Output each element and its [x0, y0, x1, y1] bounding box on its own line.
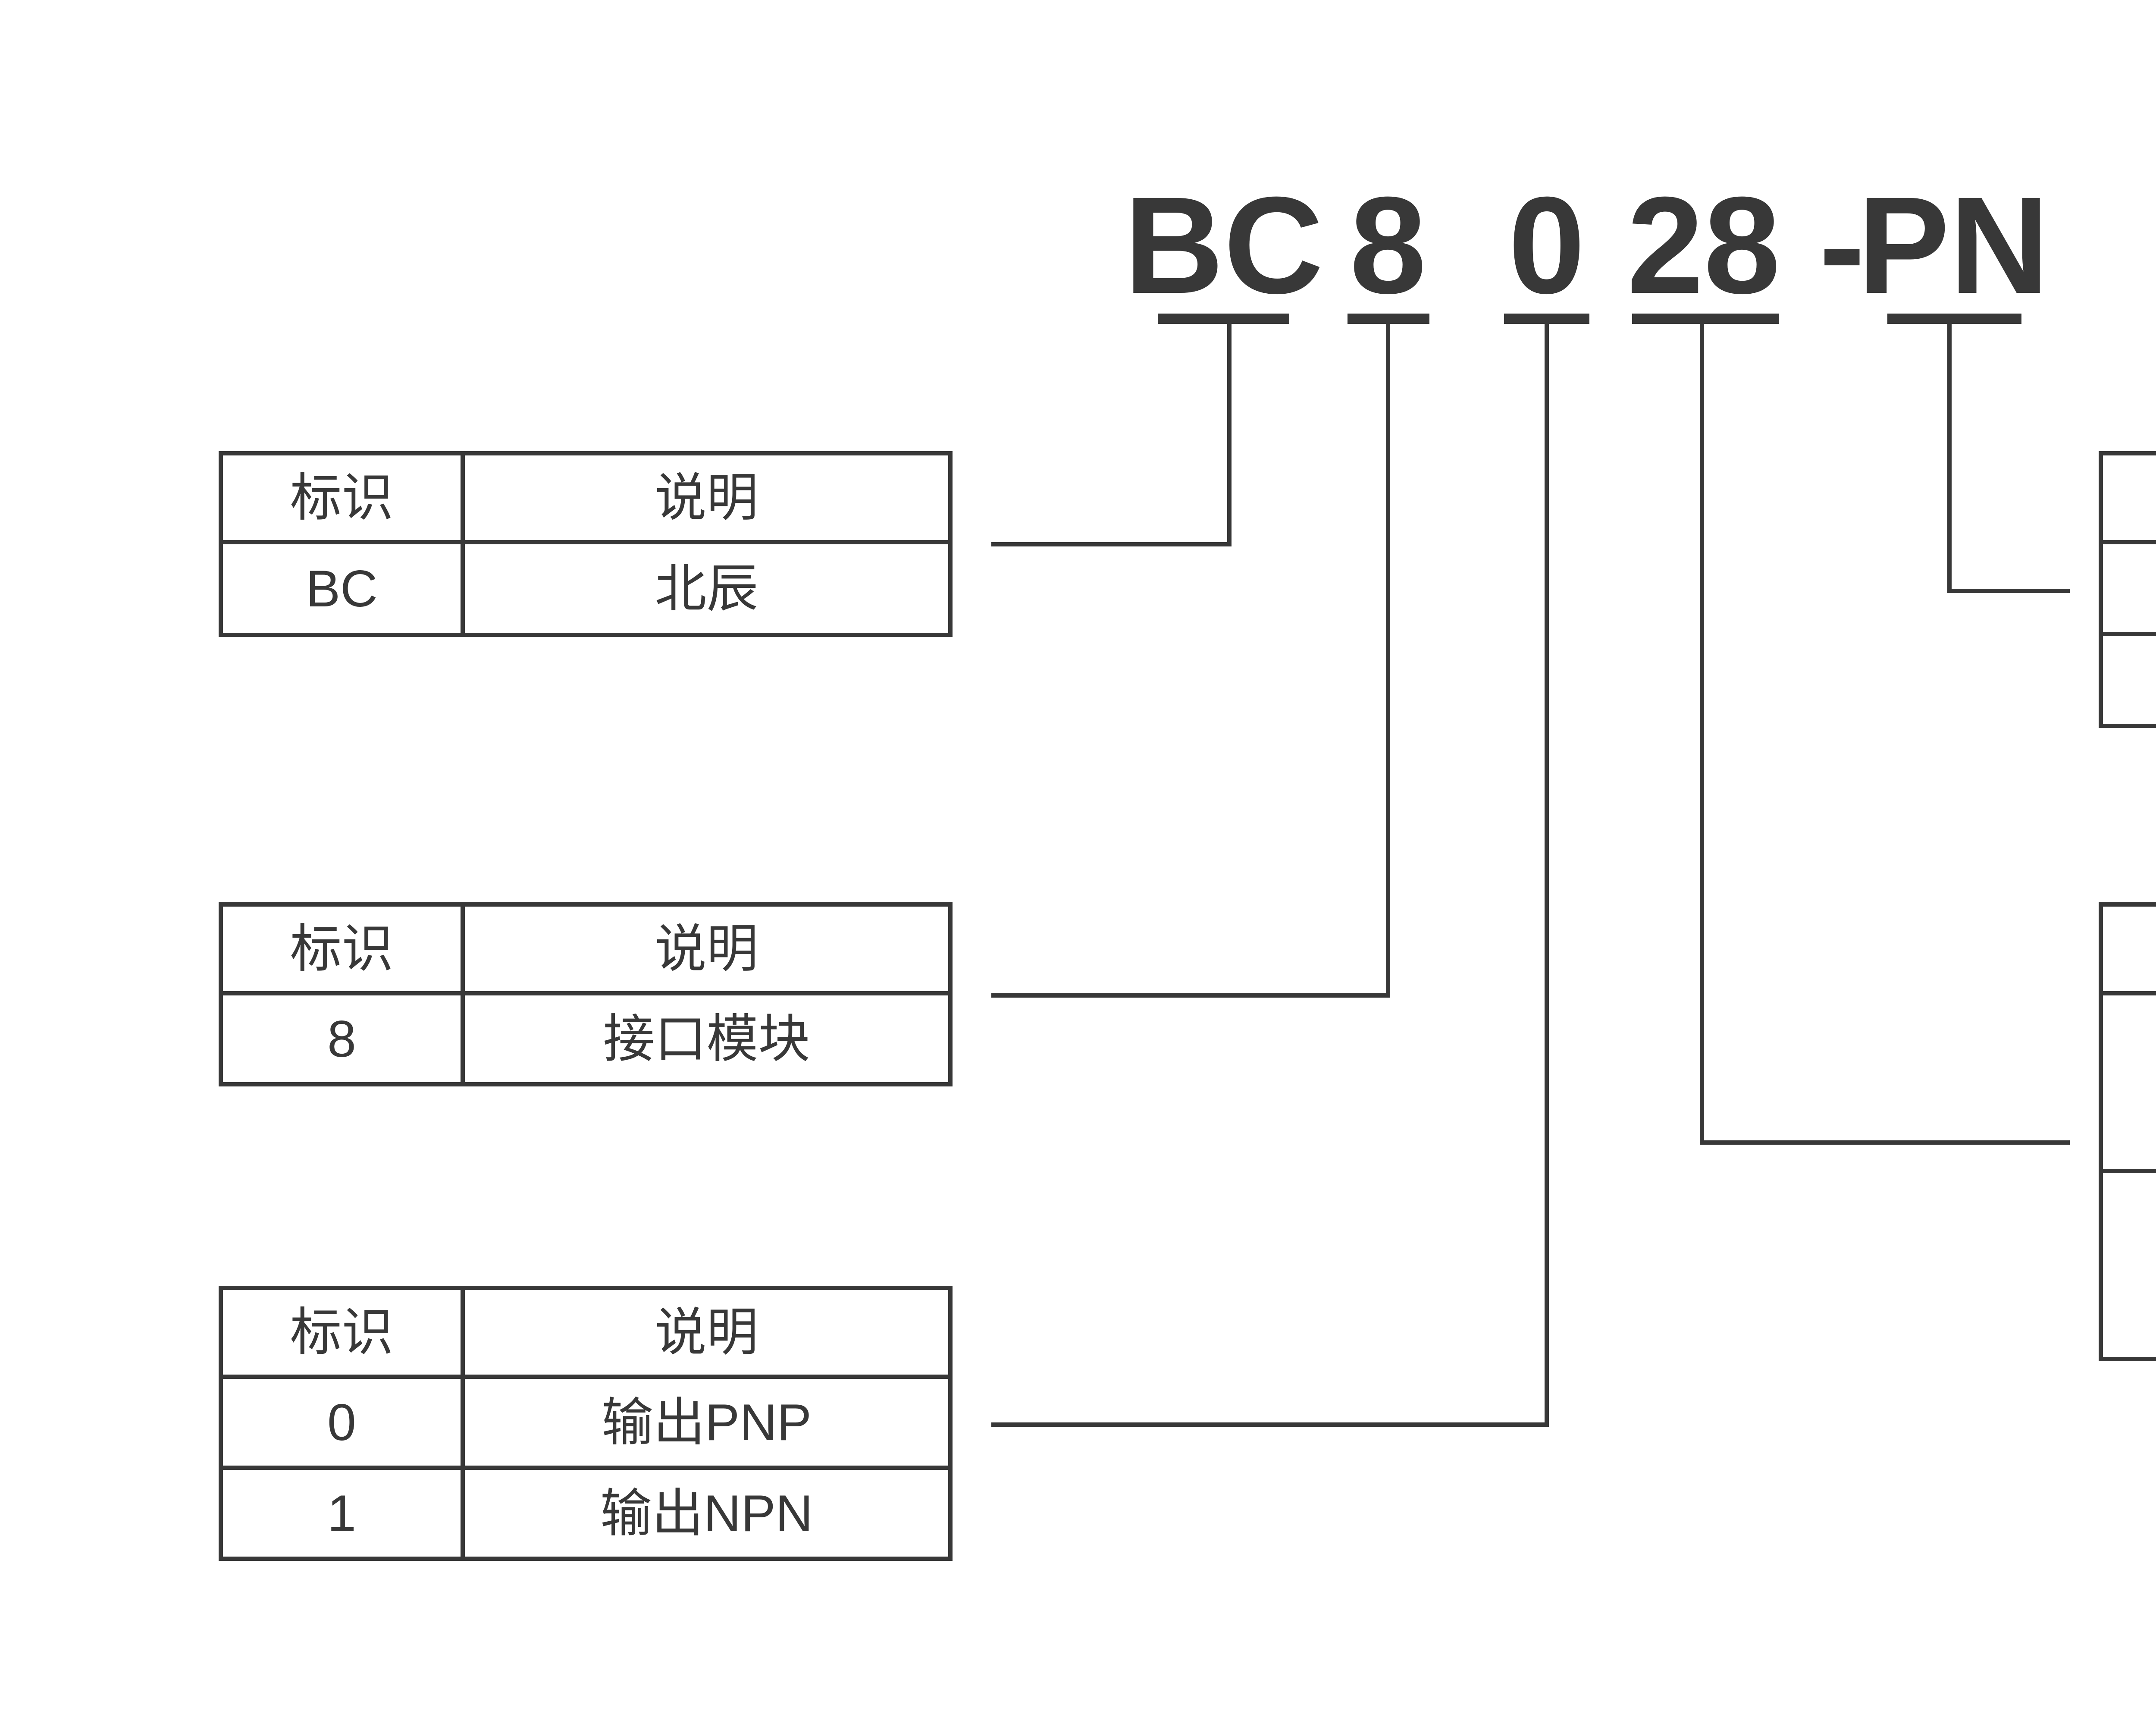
module-table-id-cell: 8: [223, 995, 461, 1082]
brand-table: 标识 说明 BC 北辰: [219, 451, 953, 637]
brand-table-id-cell: BC: [223, 544, 461, 633]
segment-underline-bc: [1158, 314, 1289, 324]
points-table-id-cell-0: 28: [2103, 995, 2156, 1169]
connector-vline-series: [1386, 323, 1390, 998]
module-table-header-id: 标识: [223, 907, 461, 991]
connector-vline-output: [1545, 323, 1549, 1427]
connector-hline-points: [1700, 1140, 2070, 1145]
brand-table-desc-cell: 北辰: [465, 544, 948, 633]
points-table-header-id: 标识: [2103, 907, 2156, 991]
fieldbus-table-id-cell-1: EC: [2103, 636, 2156, 724]
output-table-desc-cell-0: 输出PNP: [465, 1379, 948, 1466]
connector-hline-bc: [991, 542, 1232, 546]
io-points-table: 标识 说明 28 28点 (16DI/12DO) 60 60点 (32DI/28…: [2099, 902, 2156, 1361]
part-number-separator: -: [1819, 168, 1865, 322]
part-number-segment-series: 8: [1350, 168, 1426, 322]
output-type-table: 标识 说明 0 输出PNP 1 输出NPN: [219, 1286, 953, 1561]
fieldbus-table-id-cell-0: PN: [2103, 544, 2156, 632]
segment-underline-output: [1504, 314, 1589, 324]
module-table: 标识 说明 8 接口模块: [219, 902, 953, 1086]
segment-underline-points: [1632, 314, 1779, 324]
output-table-id-cell-1: 1: [223, 1470, 461, 1557]
segment-underline-series: [1348, 314, 1429, 324]
connector-vline-bc: [1227, 323, 1232, 546]
points-table-id-cell-1: 60: [2103, 1173, 2156, 1357]
output-table-header-desc: 说明: [465, 1290, 948, 1375]
part-number-segment-bus: PN: [1857, 168, 2049, 322]
connector-vline-bus: [1947, 323, 1952, 593]
part-number-segment-points: 28: [1627, 168, 1780, 322]
brand-table-header-desc: 说明: [465, 455, 948, 540]
connector-vline-points: [1700, 323, 1704, 1145]
fieldbus-table-header-id: 标识: [2103, 455, 2156, 540]
brand-table-header-id: 标识: [223, 455, 461, 540]
part-number-segment-output: 0: [1508, 168, 1585, 322]
output-table-desc-cell-1: 输出NPN: [465, 1470, 948, 1557]
fieldbus-table: 标识 说明 PN PPOFINET EC EtherCAT: [2099, 451, 2156, 728]
connector-hline-series: [991, 993, 1390, 998]
output-table-header-id: 标识: [223, 1290, 461, 1375]
connector-hline-output: [991, 1422, 1549, 1427]
module-table-header-desc: 说明: [465, 907, 948, 991]
module-table-desc-cell: 接口模块: [465, 995, 948, 1082]
segment-underline-bus: [1887, 314, 2021, 324]
connector-hline-bus: [1947, 589, 2070, 593]
part-number-segment-bc: BC: [1124, 168, 1324, 322]
output-table-id-cell-0: 0: [223, 1379, 461, 1466]
